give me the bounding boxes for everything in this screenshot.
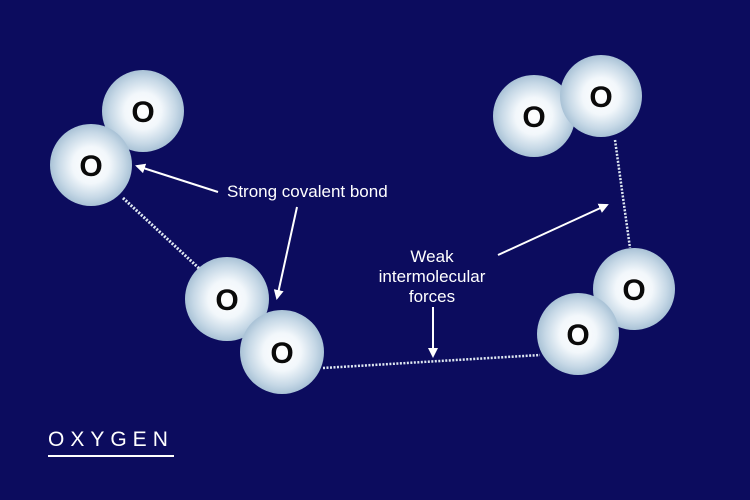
molecule-center: O O xyxy=(185,257,324,394)
weak-forces-label-line3: forces xyxy=(409,287,455,306)
atom-label: O xyxy=(622,274,645,307)
weak-forces-label-line2: intermolecular xyxy=(379,267,486,286)
oxygen-atom xyxy=(102,70,184,152)
weak-force-line-bottom xyxy=(322,353,541,370)
covalent-arrow-left xyxy=(135,163,219,193)
oxygen-atom xyxy=(593,248,675,330)
oxygen-atom xyxy=(185,257,269,341)
covalent-arrow-down xyxy=(273,206,298,300)
oxygen-atom xyxy=(50,124,132,206)
atom-label: O xyxy=(215,284,238,317)
molecule-top-left: O O xyxy=(50,70,184,206)
molecule-bottom-right: O O xyxy=(537,248,675,375)
oxygen-atom xyxy=(493,75,575,157)
atom-label: O xyxy=(131,96,154,129)
covalent-bond-label: Strong covalent bond xyxy=(227,182,388,201)
oxygen-atom xyxy=(560,55,642,137)
atom-label: O xyxy=(79,150,102,183)
atom-label: O xyxy=(522,101,545,134)
oxygen-atom xyxy=(240,310,324,394)
molecule-top-right: O O xyxy=(493,55,642,157)
atom-label: O xyxy=(566,319,589,352)
atom-label: O xyxy=(589,81,612,114)
page-title: OXYGEN xyxy=(48,428,174,457)
weak-force-line-right xyxy=(613,139,632,249)
oxygen-atom xyxy=(537,293,619,375)
weak-arrow-up xyxy=(497,203,609,256)
weak-force-line-left xyxy=(121,196,205,274)
atom-label: O xyxy=(270,337,293,370)
weak-forces-label-line1: Weak xyxy=(410,247,454,266)
